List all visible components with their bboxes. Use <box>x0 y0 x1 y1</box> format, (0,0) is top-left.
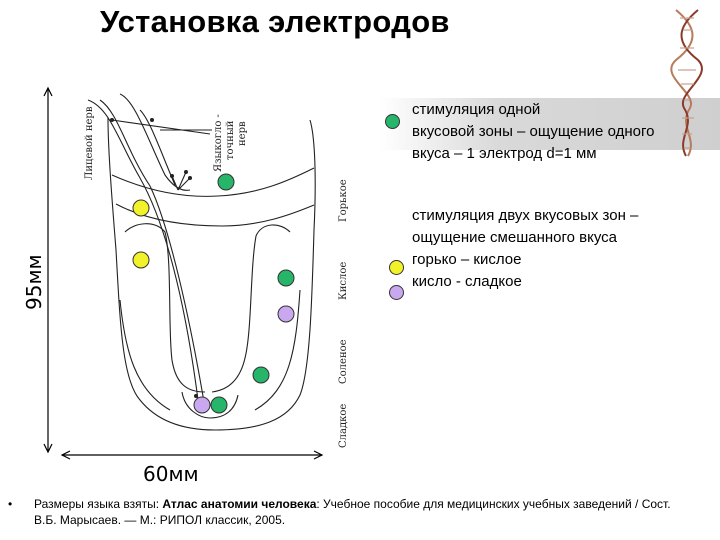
zone-label-sweet: Сладкое <box>338 404 349 448</box>
height-dimension-label: 95мм <box>22 254 46 310</box>
legend-single-marker <box>385 114 400 129</box>
legend-item-bitter-sour: горько – кислое <box>412 251 522 268</box>
tongue-outline <box>107 117 316 431</box>
dna-helix-icon <box>670 9 703 157</box>
electrode-purple-sour <box>277 305 295 323</box>
legend-single-line: вкусовой зоны – ощущение одного <box>412 123 655 140</box>
footnote-prefix: Размеры языка взяты: <box>34 497 163 511</box>
footnote-suffix: : Учебное пособие для медицинских учебны… <box>34 497 671 527</box>
electrode-green-bitter <box>217 173 235 191</box>
legend-single-text: стимуляция одной вкусовой зоны – ощущени… <box>412 99 654 165</box>
legend-double-line: ощущение смешанного вкуса <box>412 229 618 246</box>
lingual-nerve-label: Языкогло - <box>213 114 224 172</box>
nerve-lines <box>87 93 211 403</box>
legend-item-sour-sweet: кисло - сладкое <box>412 273 522 290</box>
electrode-yellow-left-upper <box>132 199 150 217</box>
electrode-green-sweet <box>210 396 228 414</box>
lingual-nerve-label-line2: точный <box>225 120 236 160</box>
legend-purple-marker <box>389 285 404 300</box>
footnote-book-title: Атлас анатомии человека <box>162 497 317 511</box>
electrode-yellow-left-lower <box>132 251 150 269</box>
nerve-endpoints <box>110 118 198 398</box>
width-dimension-label: 60мм <box>143 462 199 486</box>
height-dimension-arrow <box>43 86 53 454</box>
footnote-bullet: • <box>8 497 13 511</box>
legend-single-line: вкуса – 1 электрод d=1 мм <box>412 145 597 162</box>
zone-label-bitter: Горькое <box>338 179 349 222</box>
electrode-green-salty <box>252 366 270 384</box>
slide-title: Установка электродов <box>100 4 450 39</box>
electrode-green-sour <box>277 269 295 287</box>
zone-label-sour: Кислое <box>338 262 349 300</box>
legend-double-text: стимуляция двух вкусовых зон – ощущение … <box>412 205 638 293</box>
legend-double-line: стимуляция двух вкусовых зон – <box>412 207 639 224</box>
zone-label-salty: Соленое <box>338 339 349 384</box>
electrode-purple-sweet <box>193 396 211 414</box>
footnote: Размеры языка взяты: Атлас анатомии чело… <box>34 496 694 528</box>
legend-yellow-marker <box>389 260 404 275</box>
width-dimension-arrow <box>60 450 324 460</box>
facial-nerve-label: Лицевой нерв <box>84 106 95 180</box>
lingual-nerve-label-line3: нерв <box>237 121 248 146</box>
legend-single-line: стимуляция одной <box>412 101 541 118</box>
electrodes <box>132 173 295 414</box>
header-band <box>380 98 720 150</box>
lingual-nerve-label-line1: Языкогло - <box>213 114 224 172</box>
